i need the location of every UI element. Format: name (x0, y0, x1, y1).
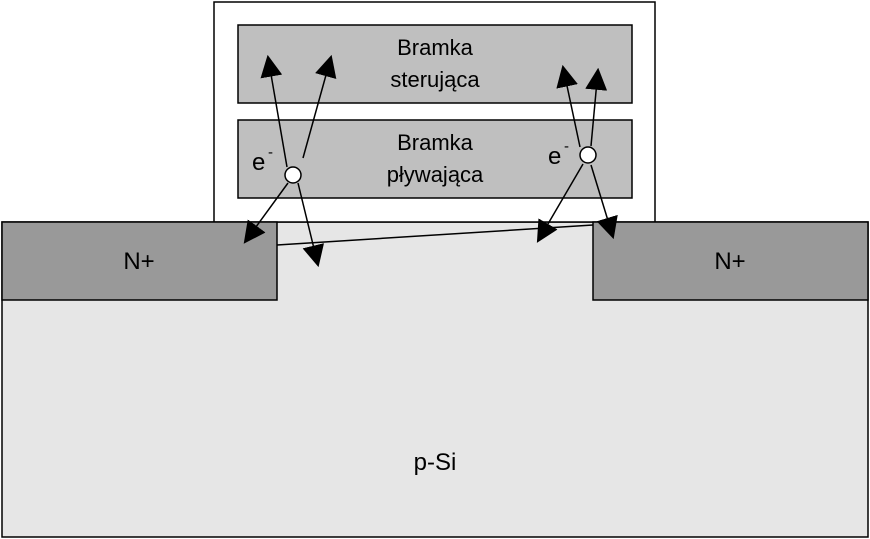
floating-gate-label-line2: pływająca (387, 162, 484, 187)
electron-right-charge: - (564, 138, 569, 155)
source-region-n-plus (1, 221, 278, 301)
electron-left-dot (284, 166, 302, 184)
left-electron-arrows (243, 54, 337, 268)
floating-gate (237, 119, 633, 199)
electron-right-dot (579, 146, 597, 164)
electron-left-charge: - (268, 144, 273, 161)
drain-region-n-plus (592, 221, 869, 301)
floating-gate-label-line1: Bramka (397, 130, 474, 155)
drain-region-label: N+ (714, 248, 745, 275)
arrow-left-down-1 (243, 182, 289, 244)
arrow-left-down-2 (297, 182, 324, 268)
control-gate-label-line2: sterująca (390, 67, 480, 92)
arrow-right-down-2 (590, 164, 618, 240)
electron-right-label: e (548, 143, 561, 170)
control-gate (237, 24, 633, 104)
right-electron-arrows (536, 64, 618, 243)
arrow-right-up-1 (556, 64, 581, 148)
source-region-label: N+ (123, 248, 154, 275)
arrow-right-down-1 (536, 163, 584, 243)
arrow-left-up-2 (302, 54, 337, 159)
electron-left-label: e (252, 149, 265, 176)
arrow-left-up-1 (260, 54, 288, 168)
substrate-label: p-Si (414, 449, 457, 476)
control-gate-label-line1: Bramka (397, 35, 474, 60)
arrow-right-up-2 (585, 67, 608, 147)
